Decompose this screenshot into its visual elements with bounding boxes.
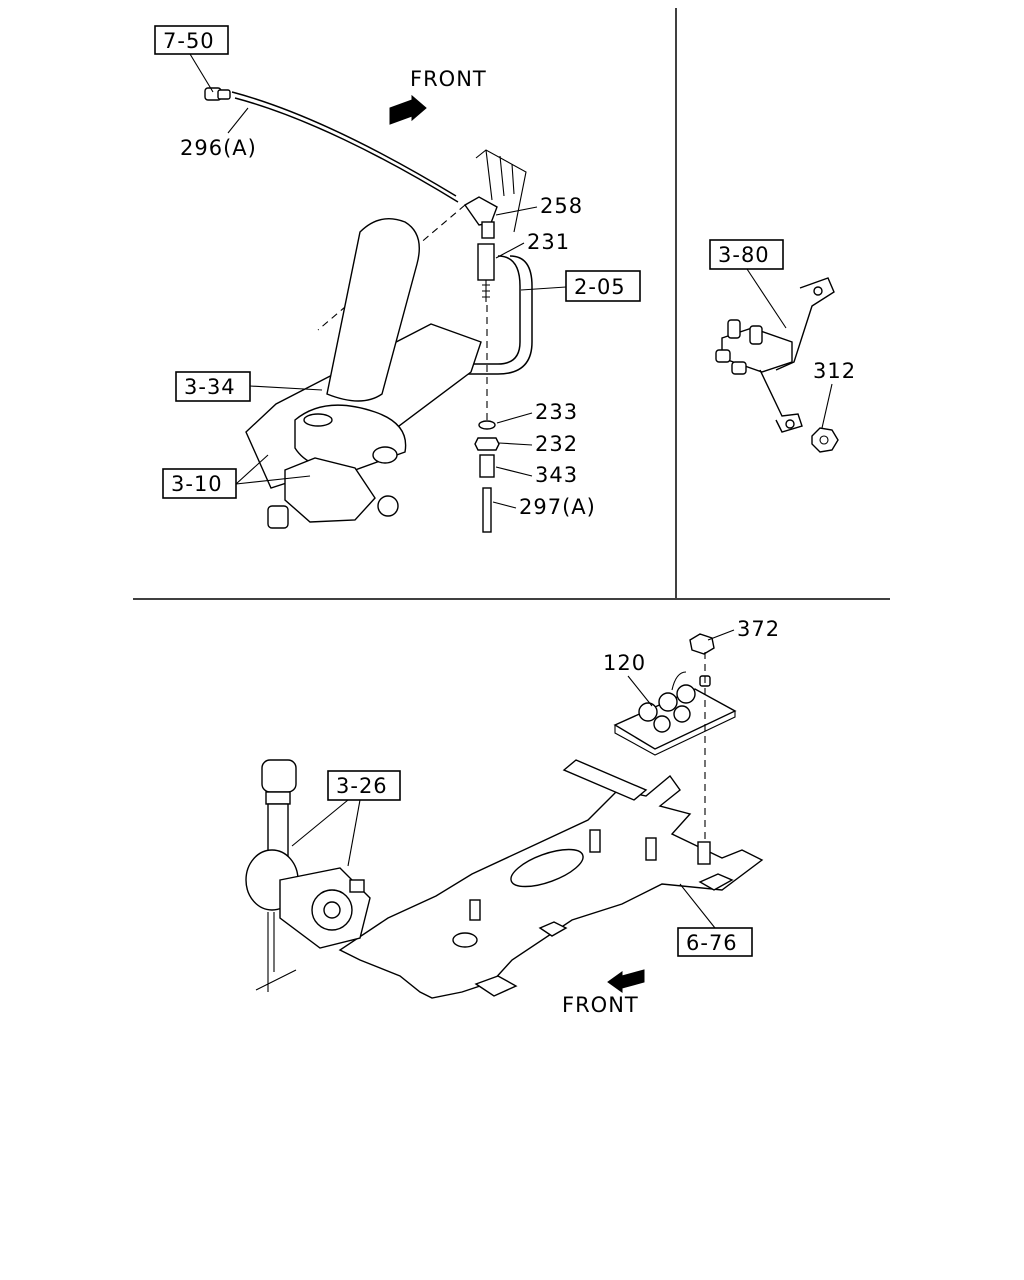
ref-label-2-05: 2-05 bbox=[574, 275, 626, 299]
front-arrow-bottom bbox=[607, 969, 645, 993]
ref-box-2-05 bbox=[565, 270, 641, 302]
part-120-label: 120 bbox=[603, 651, 646, 675]
part-343-label: 343 bbox=[535, 463, 578, 487]
ref-label-3-80: 3-80 bbox=[718, 243, 770, 267]
part-233-label: 233 bbox=[535, 400, 578, 424]
ref-box-7-50 bbox=[154, 25, 229, 55]
upper-right-assembly bbox=[715, 277, 839, 453]
part-372-label: 372 bbox=[737, 617, 780, 641]
lower-assembly bbox=[245, 633, 764, 999]
part-231-label: 231 bbox=[527, 230, 570, 254]
upper-left-assembly bbox=[204, 87, 533, 533]
ref-label-3-26: 3-26 bbox=[336, 774, 388, 798]
front-arrow-top bbox=[389, 94, 427, 125]
ref-label-6-76: 6-76 bbox=[686, 931, 738, 955]
part-297a-label: 297(A) bbox=[519, 495, 596, 519]
ref-box-3-34 bbox=[175, 371, 251, 402]
ref-box-3-26 bbox=[327, 770, 401, 801]
part-312-label: 312 bbox=[813, 359, 856, 383]
front-label-top: FRONT bbox=[410, 67, 487, 91]
ref-box-3-80 bbox=[709, 239, 784, 270]
part-232-label: 232 bbox=[535, 432, 578, 456]
front-label-bottom: FRONT bbox=[562, 993, 639, 1017]
part-296a-label: 296(A) bbox=[180, 136, 257, 160]
ref-label-3-10: 3-10 bbox=[171, 472, 223, 496]
part-258-label: 258 bbox=[540, 194, 583, 218]
ref-label-7-50: 7-50 bbox=[163, 29, 215, 53]
ref-label-3-34: 3-34 bbox=[184, 375, 236, 399]
